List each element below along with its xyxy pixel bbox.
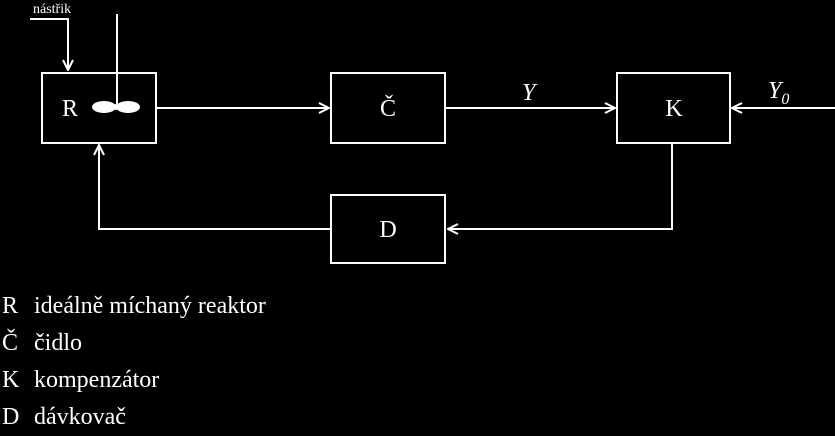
legend-text: ideálně míchaný reaktor bbox=[34, 293, 266, 319]
doser-block: D bbox=[330, 194, 446, 264]
compensator-label: K bbox=[665, 96, 683, 122]
doser-label: D bbox=[379, 217, 396, 243]
legend-text: dávkovač bbox=[34, 404, 126, 430]
legend-text: čidlo bbox=[34, 330, 82, 356]
legend-key: D bbox=[2, 404, 20, 430]
sensor-label: Č bbox=[380, 95, 396, 122]
reactor-label: R bbox=[62, 96, 78, 122]
reactor-block: R bbox=[41, 72, 157, 144]
legend-key: Č bbox=[2, 330, 19, 356]
doser-to-reactor-arrow bbox=[99, 145, 330, 230]
compensator-to-doser-arrow bbox=[448, 144, 673, 229]
legend-text: kompenzátor bbox=[34, 367, 160, 393]
block-diagram: nástřik R Č Y K Y0 D bbox=[30, 2, 835, 264]
feed-label: nástřik bbox=[33, 2, 71, 17]
feed-arrow bbox=[30, 18, 68, 70]
legend-key: R bbox=[2, 293, 19, 319]
output-signal-label: Y bbox=[522, 80, 538, 106]
compensator-block: K bbox=[616, 72, 731, 144]
stirrer-icon bbox=[92, 101, 140, 113]
sensor-block: Č bbox=[330, 72, 446, 144]
legend-key: K bbox=[2, 367, 20, 393]
setpoint-signal-label: Y0 bbox=[768, 78, 789, 108]
